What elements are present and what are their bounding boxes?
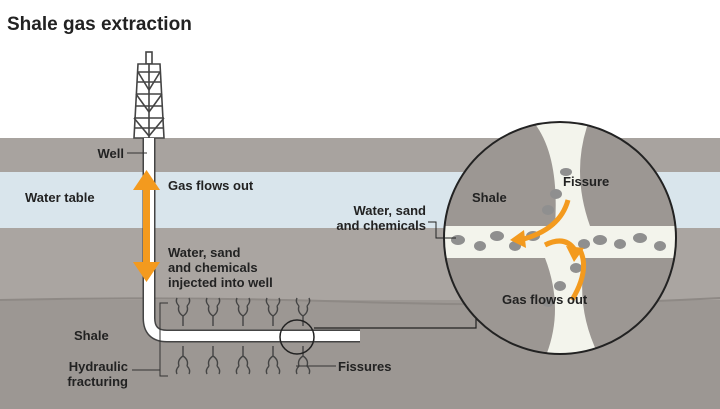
- shale-label: Shale: [74, 328, 109, 343]
- injected-line-1: Water, sand: [168, 245, 241, 260]
- inset-water-line-1: Water, sand: [353, 203, 426, 218]
- inset-fissure-label: Fissure: [563, 174, 610, 189]
- flow-arrow-icon: [133, 170, 160, 282]
- hydraulic-line-1: Hydraulic: [68, 359, 128, 374]
- fissures-label: Fissures: [338, 359, 392, 374]
- hydraulic-line-2: fracturing: [67, 374, 128, 389]
- injected-label: Water, sand and chemicals injected into …: [168, 245, 273, 290]
- well-pipe-inner: [144, 138, 360, 341]
- inset-gas-flows-label: Gas flows out: [502, 292, 588, 307]
- inset-water-line-2: and chemicals: [336, 218, 426, 233]
- inset-water-label: Water, sand and chemicals: [300, 203, 426, 233]
- water-table-label: Water table: [25, 190, 95, 205]
- gas-flows-out-label: Gas flows out: [168, 178, 254, 193]
- well-label: Well: [97, 146, 125, 161]
- magnify-circle: [279, 319, 315, 355]
- inset-detail: [444, 122, 676, 354]
- injected-line-3: injected into well: [168, 275, 273, 290]
- inset-shale-label: Shale: [472, 190, 507, 205]
- inset-water-leader: [428, 221, 456, 239]
- fracturing-bracket: [159, 302, 168, 377]
- injected-line-2: and chemicals: [168, 260, 258, 275]
- diagram-title: Shale gas extraction: [7, 14, 192, 35]
- drilling-rig-icon: [133, 51, 165, 139]
- hydraulic-fracturing-label: Hydraulic fracturing: [40, 359, 128, 389]
- fissures-below-icon: [175, 346, 311, 375]
